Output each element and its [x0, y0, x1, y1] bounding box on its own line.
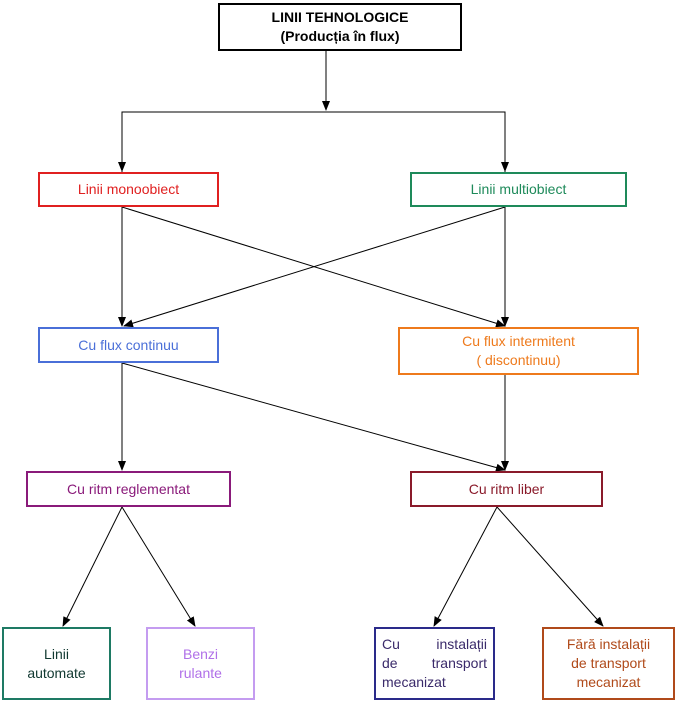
node-without-transport-label-1: Fără instalații [566, 636, 651, 652]
node-intermittent-flow-label-1: Cu flux intermitent [462, 333, 575, 349]
node-intermittent-flow-label-2: ( discontinuu) [476, 352, 561, 368]
node-root-title: LINII TEHNOLOGICE [271, 9, 409, 25]
edge-free-to-without-transport [496, 506, 604, 627]
node-automatic-lines: Linii automate [2, 627, 111, 700]
node-conveyor-belts-label-1: Benzi [182, 645, 219, 662]
node-automatic-lines-label-1: Linii [44, 645, 69, 662]
node-multi-object-label: Linii multiobiect [470, 181, 567, 197]
edge-multi-to-continuous [123, 206, 506, 328]
node-with-mechanized-transport: Cu instalații de transport mecanizat [374, 627, 495, 700]
node-root: LINII TEHNOLOGICE (Producția în flux) [218, 3, 462, 51]
node-conveyor-belts-label-2: rulante [179, 664, 222, 681]
node-multi-object: Linii multiobiect [410, 172, 627, 207]
node-with-transport-label-3: mecanizat [382, 674, 446, 690]
node-mono-object-label: Linii monoobiect [77, 181, 180, 197]
node-root-subtitle: (Producția în flux) [280, 28, 400, 44]
node-regulated-rhythm-label: Cu ritm reglementat [67, 480, 190, 497]
edge-regulated-to-conveyors [121, 506, 196, 627]
edge-continuous-to-free [121, 362, 506, 472]
node-continuous-flow-label: Cu flux continuu [78, 336, 179, 353]
node-without-transport-label-2: de transport [571, 655, 646, 671]
node-regulated-rhythm: Cu ritm reglementat [26, 471, 231, 507]
edge-free-to-with-transport [433, 506, 498, 627]
node-free-rhythm: Cu ritm liber [410, 471, 603, 507]
edge-regulated-to-automatic [62, 506, 123, 627]
node-without-transport-label-3: mecanizat [576, 674, 641, 690]
node-continuous-flow: Cu flux continuu [38, 327, 219, 363]
node-conveyor-belts: Benzi rulante [146, 627, 255, 700]
node-mono-object: Linii monoobiect [38, 172, 219, 207]
node-with-transport-label-2: de transport [382, 655, 487, 671]
node-intermittent-flow: Cu flux intermitent ( discontinuu) [398, 327, 639, 375]
node-free-rhythm-label: Cu ritm liber [468, 480, 545, 497]
node-without-mechanized-transport: Fără instalații de transport mecanizat [542, 627, 675, 700]
edge-bracket [121, 111, 506, 172]
node-with-transport-label-1: Cu instalații [382, 636, 487, 652]
node-automatic-lines-label-2: automate [27, 664, 86, 681]
